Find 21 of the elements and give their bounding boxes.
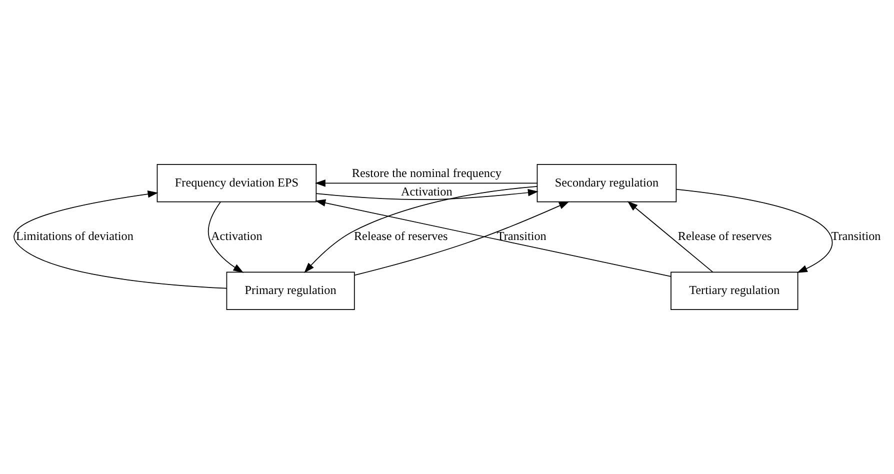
node-box: Secondary regulation xyxy=(536,164,677,202)
edge-label: Release of reserves xyxy=(354,229,448,244)
edge-label: Activation xyxy=(211,229,262,244)
arrow xyxy=(315,199,672,277)
edge-label: Transition xyxy=(831,229,881,244)
arrow xyxy=(316,189,538,200)
arrow xyxy=(315,180,538,187)
edge-label: Activation xyxy=(401,184,452,198)
edge-label: Limitations of deviation xyxy=(16,229,134,244)
node-box: Tertiary regulation xyxy=(670,272,798,310)
node-box: Frequency deviation EPS xyxy=(156,164,317,202)
arrow xyxy=(14,190,228,289)
arrow xyxy=(208,202,244,273)
node-box: Primary regulation xyxy=(226,272,355,310)
arrow xyxy=(627,201,714,272)
edge-label: Release of reserves xyxy=(678,229,772,244)
arrow xyxy=(676,188,833,273)
edge-label: Restore the nominal frequency xyxy=(352,166,502,180)
arrow xyxy=(354,201,570,276)
arrow xyxy=(304,186,538,273)
edge-label: Transition xyxy=(496,229,546,244)
